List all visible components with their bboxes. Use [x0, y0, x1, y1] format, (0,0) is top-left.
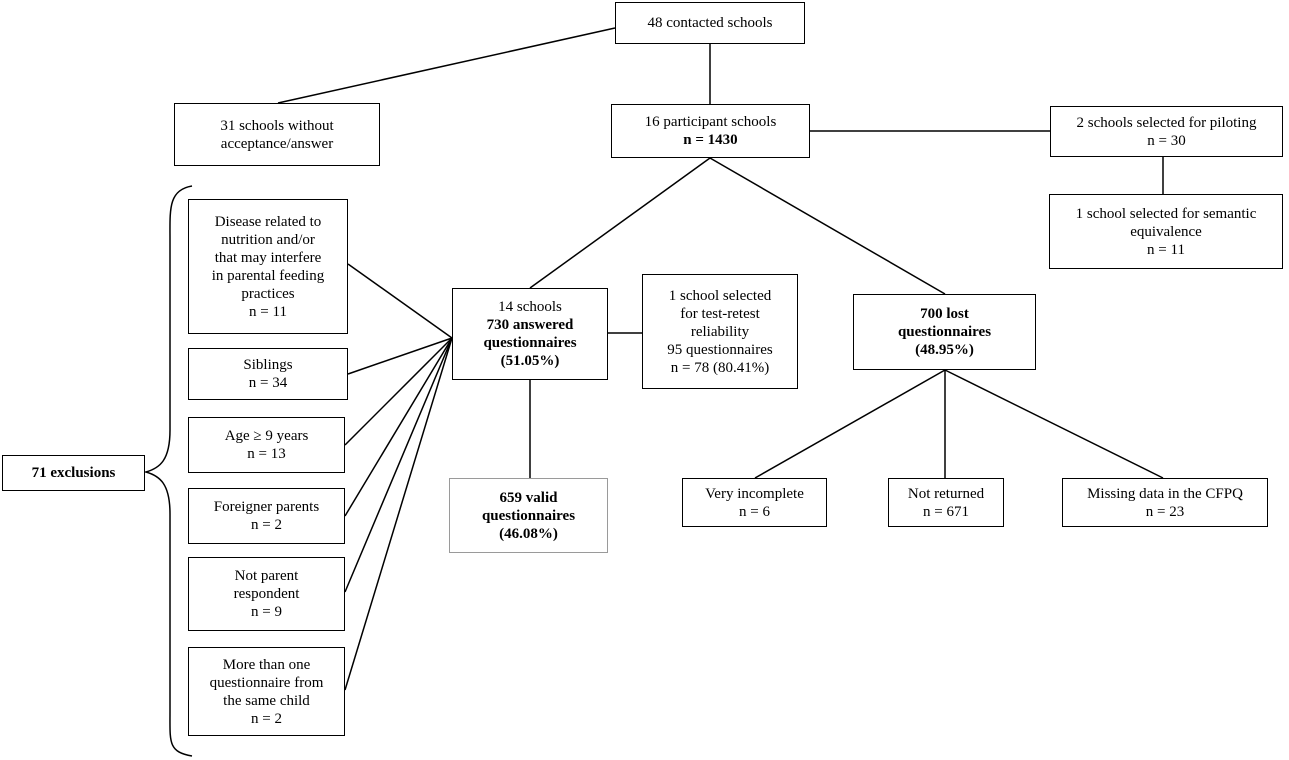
exclusion-foreigner-box: Foreigner parents n = 2: [188, 488, 345, 544]
participant-count: n = 1430: [683, 132, 738, 148]
no-answer-schools-box: 31 schools without acceptance/answer: [174, 103, 380, 166]
exclusion-count: n = 13: [247, 446, 286, 462]
contacted-schools-box: 48 contacted schools: [615, 2, 805, 44]
answered-percent: (51.05%): [500, 353, 560, 369]
exclusion-text-line: nutrition and/or: [221, 231, 315, 248]
exclusion-text-line: Age ≥ 9 years: [224, 428, 309, 444]
missing-data-count: n = 23: [1145, 503, 1185, 520]
very-incomplete-box: Very incomplete n = 6: [682, 478, 827, 527]
exclusion-not-parent-box: Not parent respondent n = 9: [188, 557, 345, 631]
answered-line2: 730 answered: [486, 317, 574, 333]
semantic-equivalence-box: 1 school selected for semantic equivalen…: [1049, 194, 1283, 269]
retest-line3: reliability: [690, 323, 750, 340]
exclusions-total-label: 71 exclusions: [31, 465, 116, 481]
not-returned-count: n = 671: [923, 503, 969, 520]
connector-exclusion-3: [344, 337, 453, 446]
no-answer-line1: 31 schools without: [220, 117, 334, 134]
very-incomplete-count: n = 6: [739, 503, 770, 520]
exclusion-text-line: Foreigner parents: [213, 499, 320, 515]
participant-line1: 16 participant schools: [644, 114, 777, 130]
connector-contacted-no-answer: [277, 27, 616, 104]
not-returned-label: Not returned: [907, 485, 985, 502]
valid-percent: (46.08%): [499, 525, 558, 542]
exclusion-text-line: Siblings: [243, 357, 293, 373]
exclusion-count: n = 9: [251, 604, 282, 620]
lost-percent: (48.95%): [915, 342, 974, 358]
connector-participant-answered: [529, 157, 711, 289]
exclusion-text-line: Disease related to: [214, 213, 322, 230]
retest-line4: 95 questionnaires: [667, 341, 773, 358]
missing-data-box: Missing data in the CFPQ n = 23: [1062, 478, 1268, 527]
answered-line1: 14 schools: [498, 299, 562, 315]
retest-count: n = 78 (80.41%): [670, 359, 770, 376]
exclusion-text-line: respondent: [233, 586, 300, 602]
exclusion-count: n = 2: [251, 517, 282, 533]
exclusion-text-line: practices: [241, 285, 295, 302]
piloting-count: n = 30: [1147, 132, 1186, 149]
exclusion-text-line: that may interfere: [214, 249, 322, 266]
connector-lost-very-incomplete: [754, 369, 946, 479]
semantic-count: n = 11: [1147, 241, 1185, 258]
very-incomplete-label: Very incomplete: [705, 485, 804, 502]
exclusion-text-line: Not parent: [234, 568, 299, 584]
exclusion-count: n = 2: [251, 710, 282, 727]
valid-questionnaires-box: 659 valid questionnaires (46.08%): [449, 478, 608, 553]
lost-questionnaires-box: 700 lost questionnaires (48.95%): [853, 294, 1036, 370]
exclusions-total-box: 71 exclusions: [2, 455, 145, 491]
connector-lost-missing: [944, 369, 1164, 479]
exclusion-text-line: in parental feeding: [211, 267, 325, 284]
semantic-line1: 1 school selected for semantic: [1075, 205, 1257, 222]
contacted-schools-label: 48 contacted schools: [647, 15, 773, 31]
valid-line1: 659 valid: [499, 489, 558, 506]
no-answer-line2: acceptance/answer: [220, 135, 334, 152]
exclusion-text-line: More than one: [222, 656, 311, 673]
semantic-line2: equivalence: [1130, 223, 1202, 240]
exclusion-count: n = 34: [248, 375, 288, 391]
participant-schools-box: 16 participant schools n = 1430: [611, 104, 810, 158]
exclusions-brace: [143, 185, 193, 757]
exclusion-age-box: Age ≥ 9 years n = 13: [188, 417, 345, 473]
answered-line3: questionnaires: [483, 335, 577, 351]
valid-line2: questionnaires: [481, 507, 576, 524]
retest-line1: 1 school selected: [668, 287, 772, 304]
connector-exclusion-6: [344, 337, 453, 691]
exclusion-siblings-box: Siblings n = 34: [188, 348, 348, 400]
exclusion-disease-box: Disease related to nutrition and/or that…: [188, 199, 348, 334]
not-returned-box: Not returned n = 671: [888, 478, 1004, 527]
lost-line1: 700 lost: [920, 306, 969, 322]
connector-exclusion-4: [344, 337, 453, 517]
exclusion-text-line: the same child: [223, 692, 310, 709]
answered-questionnaires-box: 14 schools 730 answered questionnaires (…: [452, 288, 608, 380]
piloting-line1: 2 schools selected for piloting: [1076, 114, 1257, 131]
connector-exclusion-5: [344, 337, 453, 593]
connector-exclusion-2: [347, 337, 453, 375]
piloting-schools-box: 2 schools selected for piloting n = 30: [1050, 106, 1283, 157]
retest-line2: for test-retest: [680, 305, 760, 322]
exclusion-count: n = 11: [249, 303, 287, 320]
exclusion-duplicate-box: More than one questionnaire from the sam…: [188, 647, 345, 736]
exclusion-text-line: questionnaire from: [209, 674, 324, 691]
lost-line2: questionnaires: [897, 324, 992, 340]
connector-exclusion-1: [347, 263, 453, 339]
connector-participant-lost: [709, 157, 946, 295]
test-retest-box: 1 school selected for test-retest reliab…: [642, 274, 798, 389]
missing-data-label: Missing data in the CFPQ: [1087, 485, 1243, 502]
